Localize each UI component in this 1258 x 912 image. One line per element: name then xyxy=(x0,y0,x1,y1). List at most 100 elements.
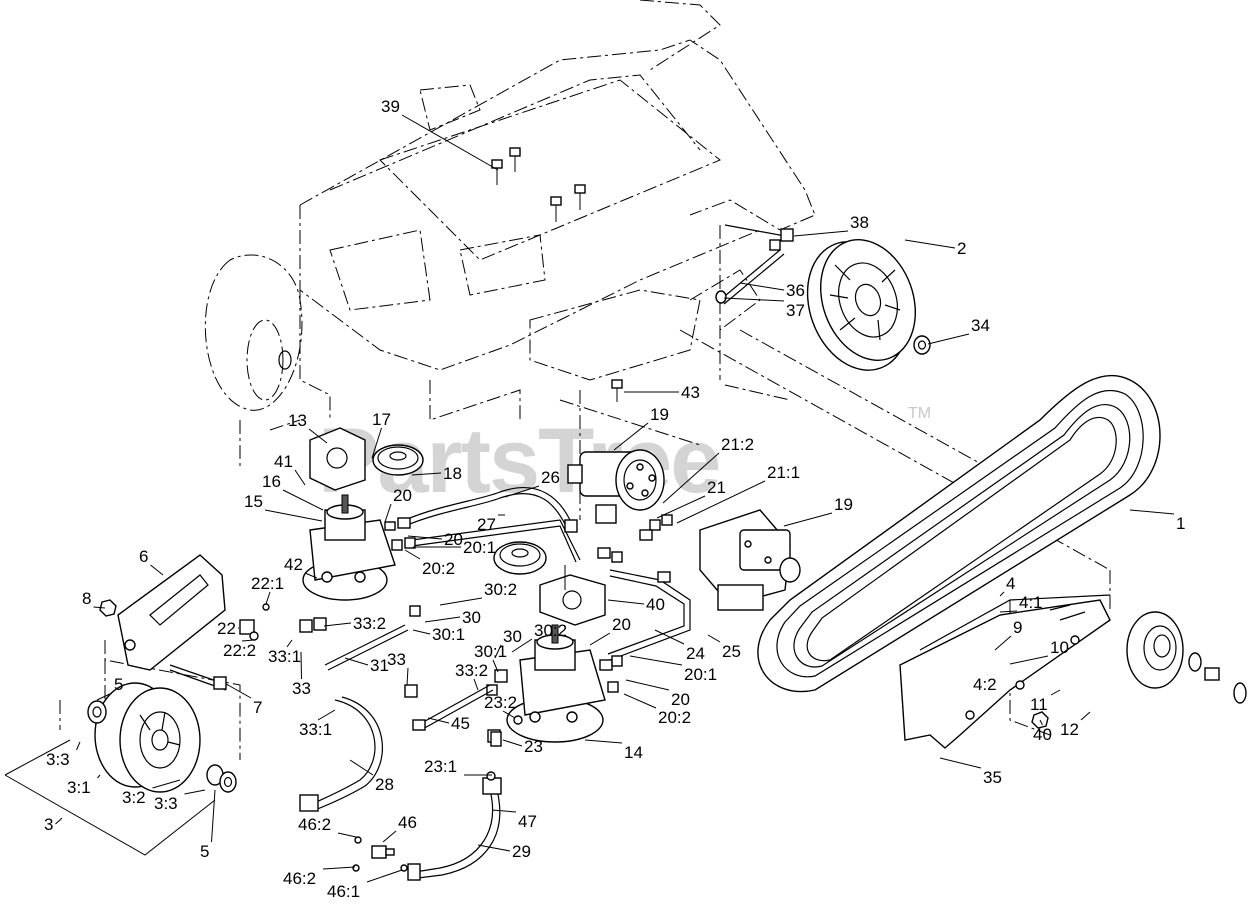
leader-line xyxy=(491,809,517,813)
hose-29 xyxy=(407,777,502,881)
callout-label: 3:2 xyxy=(122,788,146,807)
mount-plate-13 xyxy=(309,427,366,491)
leader-line xyxy=(300,651,302,680)
frame-left-track-wheel xyxy=(204,254,303,411)
leader-line xyxy=(366,869,403,883)
leader-line xyxy=(427,717,450,724)
leader-line xyxy=(707,634,721,643)
callout-label: 46:1 xyxy=(327,882,360,901)
leader-line xyxy=(211,789,216,843)
callout-label: 10 xyxy=(1050,638,1069,657)
callout-label: 30:1 xyxy=(432,625,465,644)
callout-label: 30:2 xyxy=(534,621,567,640)
hydraulic-tube-26 xyxy=(404,487,571,527)
hydraulic-motor-19-upper xyxy=(567,449,665,524)
leader-line xyxy=(424,616,461,623)
idler-bracket-6 xyxy=(117,554,226,671)
callout-label: 27 xyxy=(477,515,496,534)
leader-line xyxy=(473,678,479,691)
callout-label: 23:2 xyxy=(484,693,517,712)
leader-line xyxy=(337,832,357,838)
rear-bracket-35 xyxy=(899,594,1111,749)
bolt-10 xyxy=(1204,667,1220,681)
callout-label: 20:1 xyxy=(463,538,496,557)
callout-label: 34 xyxy=(971,316,990,335)
callout-label: 23 xyxy=(524,737,543,756)
leader-line xyxy=(344,657,369,666)
leader-line xyxy=(1009,655,1049,665)
callout-label: 30 xyxy=(503,627,522,646)
hose-28 xyxy=(299,696,384,812)
leader-line xyxy=(184,789,206,795)
leader-line xyxy=(999,610,1018,613)
leader-line xyxy=(282,489,324,511)
callout-label: 35 xyxy=(983,768,1002,787)
callout-label: 6 xyxy=(139,547,148,566)
callout-label: 13 xyxy=(288,411,307,430)
pulley-mid xyxy=(493,541,547,575)
callout-label: 20 xyxy=(444,530,463,549)
bolt-38 xyxy=(724,224,794,242)
callout-label: 37 xyxy=(786,301,805,320)
hydraulic-tube-27 xyxy=(411,519,581,563)
leader-line xyxy=(406,667,409,686)
fitting-46-group xyxy=(352,836,408,872)
leader-line xyxy=(322,866,356,870)
callout-label: 22:2 xyxy=(223,641,256,660)
pump-assembly-upper xyxy=(302,494,396,601)
callout-label: 38 xyxy=(850,213,869,232)
callout-label: 47 xyxy=(518,812,537,831)
leader-line xyxy=(783,512,833,527)
callout-label: 20:2 xyxy=(422,559,455,578)
callout-label: 39 xyxy=(381,97,400,116)
bearing-5-left xyxy=(87,700,107,724)
hydraulic-tube-24-25 xyxy=(607,569,691,661)
callout-label: 17 xyxy=(372,410,391,429)
callout-label: 29 xyxy=(512,842,531,861)
callout-label: 20 xyxy=(393,486,412,505)
leader-line xyxy=(656,495,706,519)
leader-line xyxy=(265,591,271,605)
leader-line xyxy=(407,535,443,540)
pump-assembly-lower xyxy=(506,624,606,743)
leader-line xyxy=(96,692,113,701)
leader-line xyxy=(1129,509,1175,515)
callout-label: 24 xyxy=(686,644,705,663)
callout-label: 45 xyxy=(451,714,470,733)
leader-line xyxy=(994,635,1012,651)
callout-label: 26 xyxy=(541,468,560,487)
callout-label: 14 xyxy=(624,743,643,762)
leader-line xyxy=(584,739,623,744)
callout-label: 30:2 xyxy=(484,580,517,599)
callout-label: 7 xyxy=(253,698,262,717)
leader-line xyxy=(625,679,670,691)
callout-label: 15 xyxy=(244,492,263,511)
bearing-5-right xyxy=(206,764,237,793)
leader-line xyxy=(294,469,306,486)
callout-label: 5 xyxy=(200,842,209,861)
leader-line xyxy=(286,639,293,648)
callout-label: 12 xyxy=(1060,720,1079,739)
callout-label: 20 xyxy=(671,690,690,709)
leader-line xyxy=(55,817,63,825)
callout-label: 23:1 xyxy=(424,757,457,776)
callout-label: 4:1 xyxy=(1019,593,1043,612)
callout-label: 22 xyxy=(217,619,236,638)
callout-label: 20:2 xyxy=(658,708,691,727)
callout-label: 16 xyxy=(262,472,281,491)
callout-label: 33:2 xyxy=(353,614,386,633)
leader-line xyxy=(97,774,101,779)
leader-line xyxy=(241,639,255,642)
callout-label: 11 xyxy=(1030,695,1048,714)
callout-label: 46:2 xyxy=(283,869,316,888)
leader-line xyxy=(939,757,982,769)
callout-label: 19 xyxy=(650,405,669,424)
mount-plate-40 xyxy=(539,565,606,626)
cap-12 xyxy=(1233,682,1247,704)
watermark-trademark: TM xyxy=(908,405,931,422)
callout-label: 20 xyxy=(612,615,631,634)
leader-line xyxy=(511,638,533,653)
callout-label: 42 xyxy=(284,555,303,574)
fitting-23 xyxy=(486,731,502,781)
